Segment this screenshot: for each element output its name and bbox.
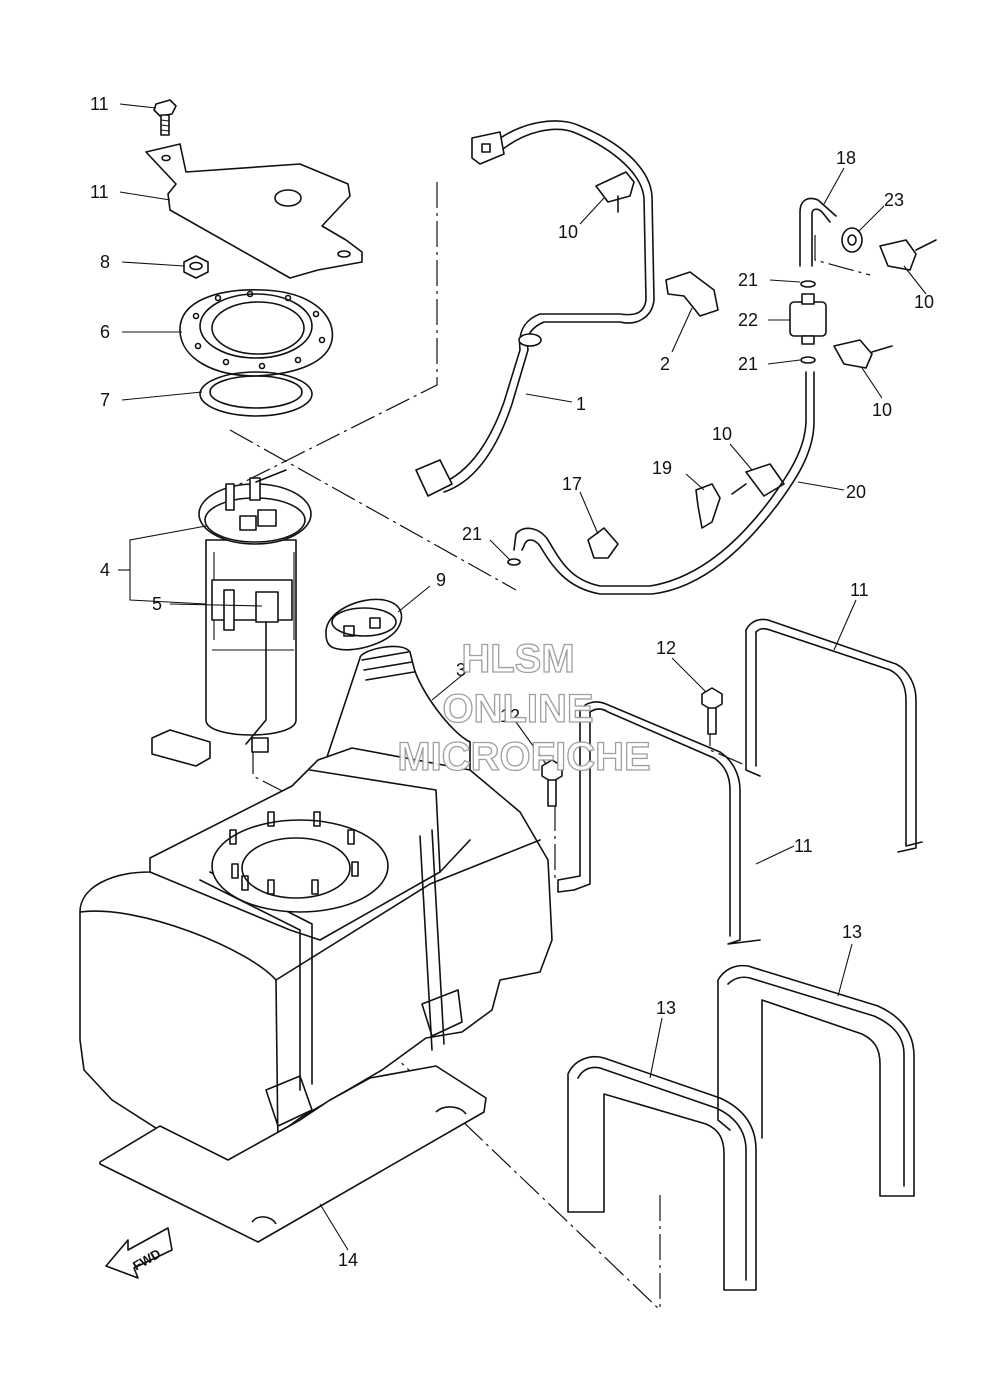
fuel-cap-9 (325, 598, 403, 651)
nut-8 (183, 255, 209, 279)
gasket-7 (199, 371, 313, 417)
leader-lines (118, 103, 927, 1251)
callout-14: 14 (338, 1250, 358, 1270)
callout-10a: 10 (558, 222, 578, 242)
clamp-2 (665, 271, 719, 317)
fwd-arrow-icon: FWD (105, 1227, 173, 1279)
callout-10c: 10 (872, 400, 892, 420)
clip-10c (833, 339, 893, 369)
callout-17: 17 (562, 474, 582, 494)
callout-6: 6 (100, 322, 110, 342)
callout-16: 11 (90, 94, 109, 114)
band-13-front (567, 1056, 757, 1291)
hose-20 (513, 371, 815, 595)
callout-4: 4 (100, 560, 110, 580)
callout-5: 5 (152, 594, 162, 614)
callout-13a: 13 (842, 922, 862, 942)
callout-21a: 21 (738, 270, 758, 290)
callout-2: 2 (660, 354, 670, 374)
callout-15: 11 (90, 182, 109, 202)
watermark-line-3: MICROFICHE (397, 735, 650, 779)
band-13-rear (717, 964, 915, 1197)
tank-mat-14 (99, 1065, 487, 1243)
callout-11a: 11 (850, 580, 869, 600)
callout-1: 1 (576, 394, 586, 414)
fuel-filter-22 (789, 293, 827, 345)
watermark-line-1: HLSM (461, 637, 574, 681)
callout-7: 7 (100, 390, 110, 410)
fuel-tank-3 (79, 645, 553, 1163)
clip-19 (695, 483, 721, 529)
callout-23: 23 (884, 190, 904, 210)
callout-22: 22 (738, 310, 758, 330)
callout-12b: 12 (500, 706, 520, 726)
part-callouts: 11 11 8 6 7 4 5 9 3 1 2 10 18 23 21 22 2… (90, 94, 934, 1270)
callout-11b: 11 (794, 836, 813, 856)
callout-18: 18 (836, 148, 856, 168)
bracket-15 (145, 143, 363, 279)
grommet-23 (841, 227, 863, 253)
clip-10a (595, 171, 635, 213)
callout-13b: 13 (656, 998, 676, 1018)
callout-10d: 10 (712, 424, 732, 444)
strap-11-upper (745, 618, 923, 853)
strap-11-lower (557, 701, 761, 945)
bolt-16 (153, 99, 177, 136)
clip-10d (731, 463, 785, 497)
watermark: HLSM ONLINE MICROFICHE (397, 636, 652, 779)
callout-3: 3 (456, 660, 466, 680)
hose-18 (799, 197, 837, 267)
clip-17 (587, 527, 619, 559)
flange-plate-6 (179, 289, 334, 377)
hose-clips-21 (507, 280, 816, 566)
callout-21c: 21 (462, 524, 482, 544)
callout-21b: 21 (738, 354, 758, 374)
callout-8: 8 (100, 252, 110, 272)
fuel-hose-1 (415, 120, 655, 497)
callout-9: 9 (436, 570, 446, 590)
bolt-12a (701, 687, 723, 735)
callout-20: 20 (846, 482, 866, 502)
tank-studs (229, 811, 359, 895)
callout-12a: 12 (656, 638, 676, 658)
watermark-line-2: ONLINE (442, 687, 593, 731)
fuel-pump-assembly-4 (151, 469, 312, 767)
callout-10b: 10 (914, 292, 934, 312)
clip-10b (879, 239, 937, 271)
callout-19: 19 (652, 458, 672, 478)
bolt-12b (541, 759, 563, 807)
